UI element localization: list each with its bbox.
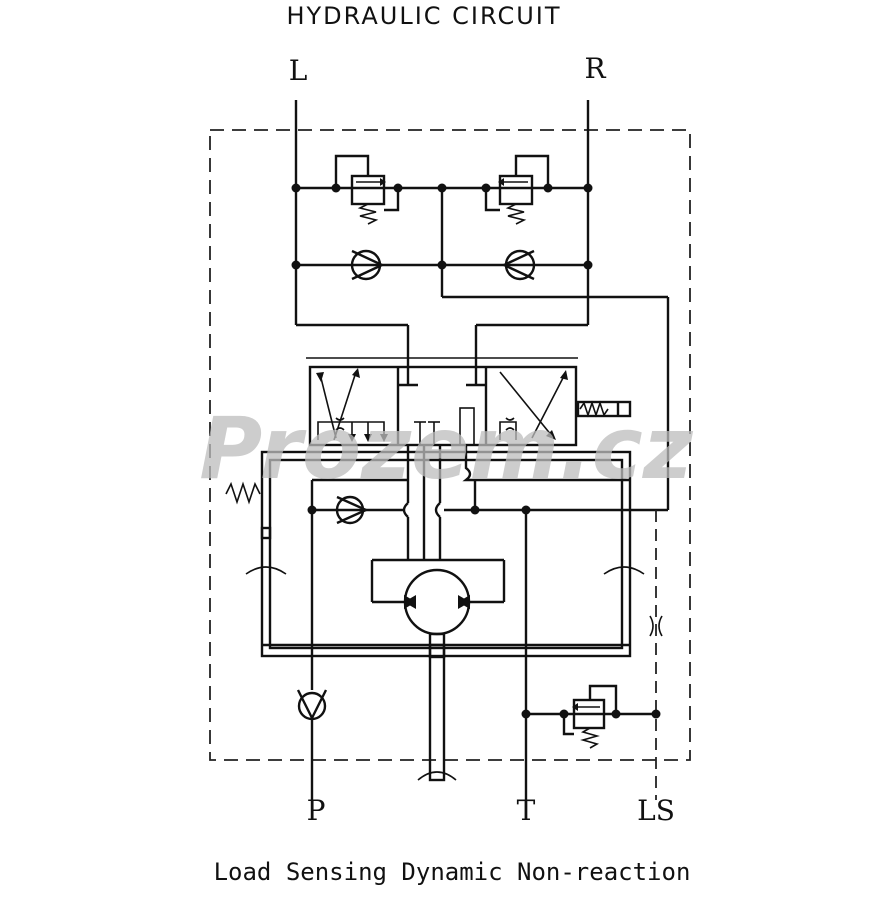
check-valve-left xyxy=(350,249,385,281)
internal-check-valve xyxy=(307,495,531,525)
port-label-t: T xyxy=(517,794,536,827)
port-label-l: L xyxy=(289,54,308,87)
load-sense-line xyxy=(649,510,663,800)
port-label-r: R xyxy=(584,52,606,85)
watermark: Prozem.cz xyxy=(199,399,694,499)
relief-valve-right xyxy=(484,154,550,225)
junction-dots-top xyxy=(291,183,593,270)
relief-valve-bottom xyxy=(521,684,661,749)
check-valve-right xyxy=(501,249,536,281)
diagram-caption: Load Sensing Dynamic Non-reaction xyxy=(214,858,691,886)
port-label-p: P xyxy=(307,794,326,827)
steering-unit-body xyxy=(225,450,645,658)
diagram-title: HYDRAULIC CIRCUIT xyxy=(286,2,561,30)
metering-motor xyxy=(403,568,471,782)
outer-envelope xyxy=(209,129,691,761)
relief-valve-left xyxy=(334,154,400,225)
directional-control-valve xyxy=(306,357,632,447)
port-lines-l-r xyxy=(294,100,590,387)
p-port-check-valve xyxy=(296,689,328,800)
